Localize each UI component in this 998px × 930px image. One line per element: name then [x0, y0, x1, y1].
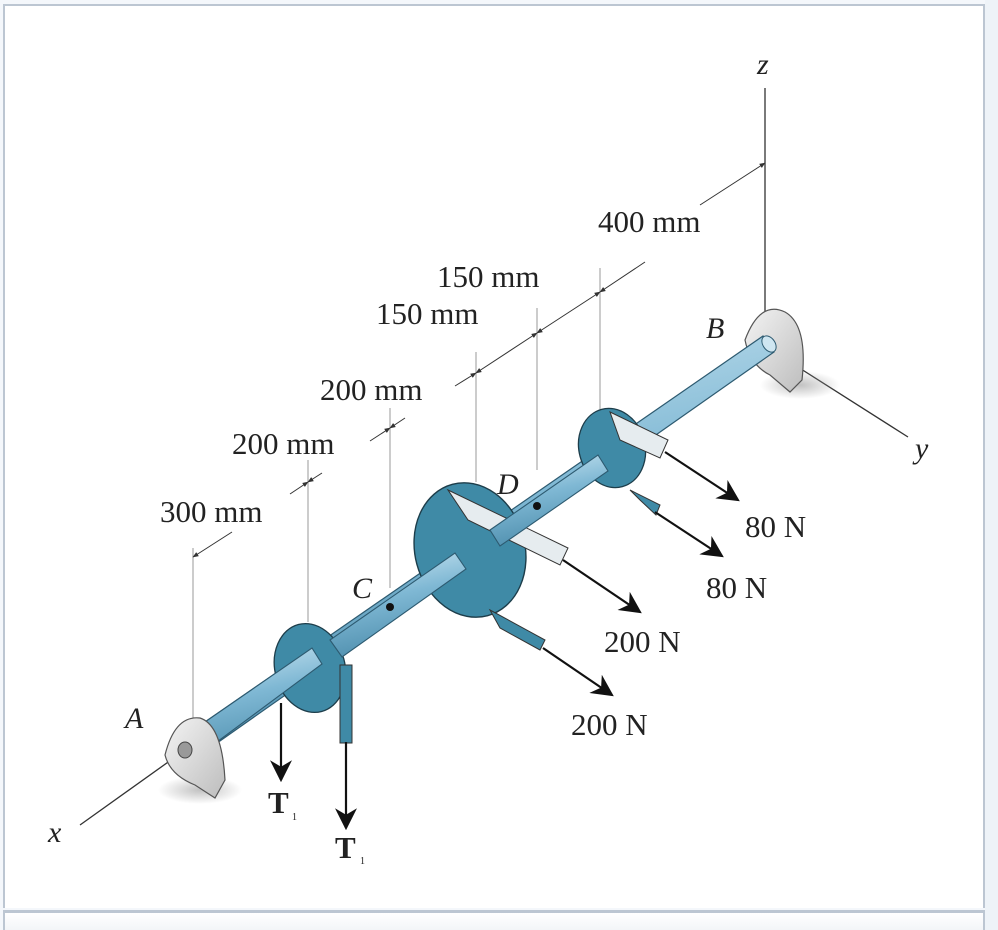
t1-left-subscript: 1	[292, 812, 297, 823]
f80-upper-arrow	[664, 451, 740, 502]
t1-left-label: T	[268, 785, 289, 820]
force-arrows	[270, 451, 740, 831]
axis-x-label: x	[47, 816, 62, 849]
f200-upper-arrow	[562, 559, 642, 614]
axis-z-label: z	[756, 48, 769, 81]
force-80n-lower-label: 80 N	[706, 570, 767, 605]
force-200n-upper-label: 200 N	[604, 624, 681, 659]
dim-200mm-2: 200 mm	[320, 372, 422, 407]
axis-y-label: y	[912, 432, 929, 465]
t1-right-label: T	[335, 830, 356, 865]
dimension-line	[192, 162, 766, 558]
dim-150mm-1: 150 mm	[376, 296, 478, 331]
dim-400mm: 400 mm	[598, 204, 700, 239]
bearing-a	[158, 717, 242, 804]
point-d-marker	[533, 502, 541, 510]
t1-right-subscript: 1	[360, 856, 365, 867]
dim-300mm: 300 mm	[160, 494, 262, 529]
force-200n-lower-label: 200 N	[571, 707, 648, 742]
dim-200mm-1: 200 mm	[232, 426, 334, 461]
point-b-label: B	[706, 312, 724, 345]
page-scroll-gutter	[985, 0, 998, 930]
point-c-label: C	[352, 572, 373, 605]
dim-150mm-2: 150 mm	[437, 259, 539, 294]
point-a-label: A	[123, 702, 144, 735]
f200-lower-arrow	[542, 647, 614, 697]
f80-lower-arrow	[654, 511, 724, 558]
point-c-marker	[386, 603, 394, 611]
force-80n-upper-label: 80 N	[745, 509, 806, 544]
point-d-label: D	[496, 468, 519, 501]
figure-footer-bar	[3, 910, 985, 930]
